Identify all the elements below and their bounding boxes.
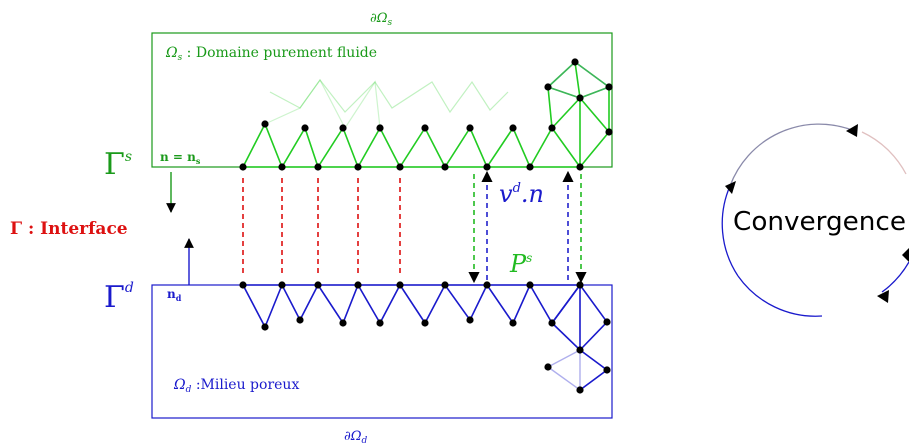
convergence-arrowheads	[725, 124, 909, 303]
porous-mesh-faded-corner	[547, 348, 581, 392]
normal-s-label: n = ns	[160, 150, 201, 166]
porous-nodes	[239, 281, 611, 394]
convergence-cycle	[721, 123, 909, 317]
fluid-nodes	[239, 58, 613, 171]
fluid-faded-mesh	[264, 78, 509, 130]
fluid-mesh	[242, 60, 610, 169]
porous-domain-box	[151, 284, 613, 419]
convergence-label: Convergence	[733, 207, 906, 237]
gamma-s-label: Γs	[104, 147, 132, 182]
pressure-label: Ps	[509, 250, 532, 278]
gamma-d-label: Γd	[104, 280, 134, 315]
normal-d-label: nd	[167, 287, 182, 303]
pressure-arrows	[468, 174, 587, 284]
boundary-porous-label: ∂Ωd	[344, 429, 368, 444]
porous-domain-label: Ωd :Milieu poreux	[173, 377, 299, 395]
porous-mesh	[242, 283, 609, 391]
velocity-arrows	[481, 170, 574, 280]
fluid-domain-label: Ωs : Domaine purement fluide	[165, 45, 377, 63]
interface-dashes	[242, 178, 401, 277]
velocity-label: vd.n	[499, 180, 544, 208]
interface-label: Γ : Interface	[10, 219, 128, 239]
boundary-fluid-label: ∂Ωs	[370, 11, 393, 28]
